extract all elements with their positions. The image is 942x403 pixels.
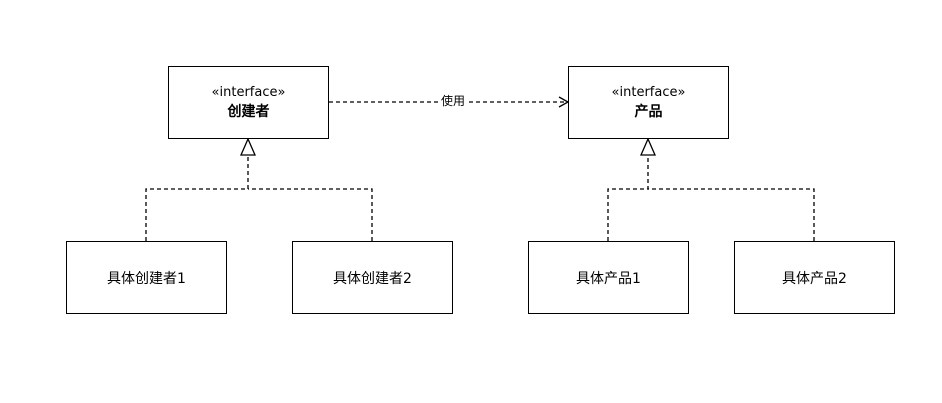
creator-realization-line-left — [145, 156, 249, 241]
use-dependency-label: 使用 — [440, 94, 467, 108]
concrete-creator-box-1[interactable]: 具体创建者1 — [66, 241, 227, 314]
concrete-creator-2-name: 具体创建者2 — [333, 270, 412, 287]
product-interface-name: 产品 — [634, 103, 663, 120]
concrete-product-2-name: 具体产品2 — [782, 270, 847, 287]
creator-realization-arrowhead — [240, 137, 256, 156]
creator-realization-line-right — [248, 188, 373, 241]
product-realization-arrowhead — [640, 137, 656, 156]
product-stereotype: «interface» — [611, 84, 686, 100]
concrete-product-box-2[interactable]: 具体产品2 — [734, 241, 895, 314]
creator-stereotype: «interface» — [211, 84, 286, 100]
concrete-creator-1-name: 具体创建者1 — [107, 270, 186, 287]
concrete-product-1-name: 具体产品1 — [576, 270, 641, 287]
concrete-product-box-1[interactable]: 具体产品1 — [528, 241, 689, 314]
product-realization-line-left — [607, 156, 649, 241]
product-realization-line-right — [648, 188, 815, 241]
creator-interface-name: 创建者 — [227, 103, 270, 120]
product-interface-box[interactable]: «interface» 产品 — [568, 66, 729, 139]
concrete-creator-box-2[interactable]: 具体创建者2 — [292, 241, 453, 314]
creator-interface-box[interactable]: «interface» 创建者 — [168, 66, 329, 139]
